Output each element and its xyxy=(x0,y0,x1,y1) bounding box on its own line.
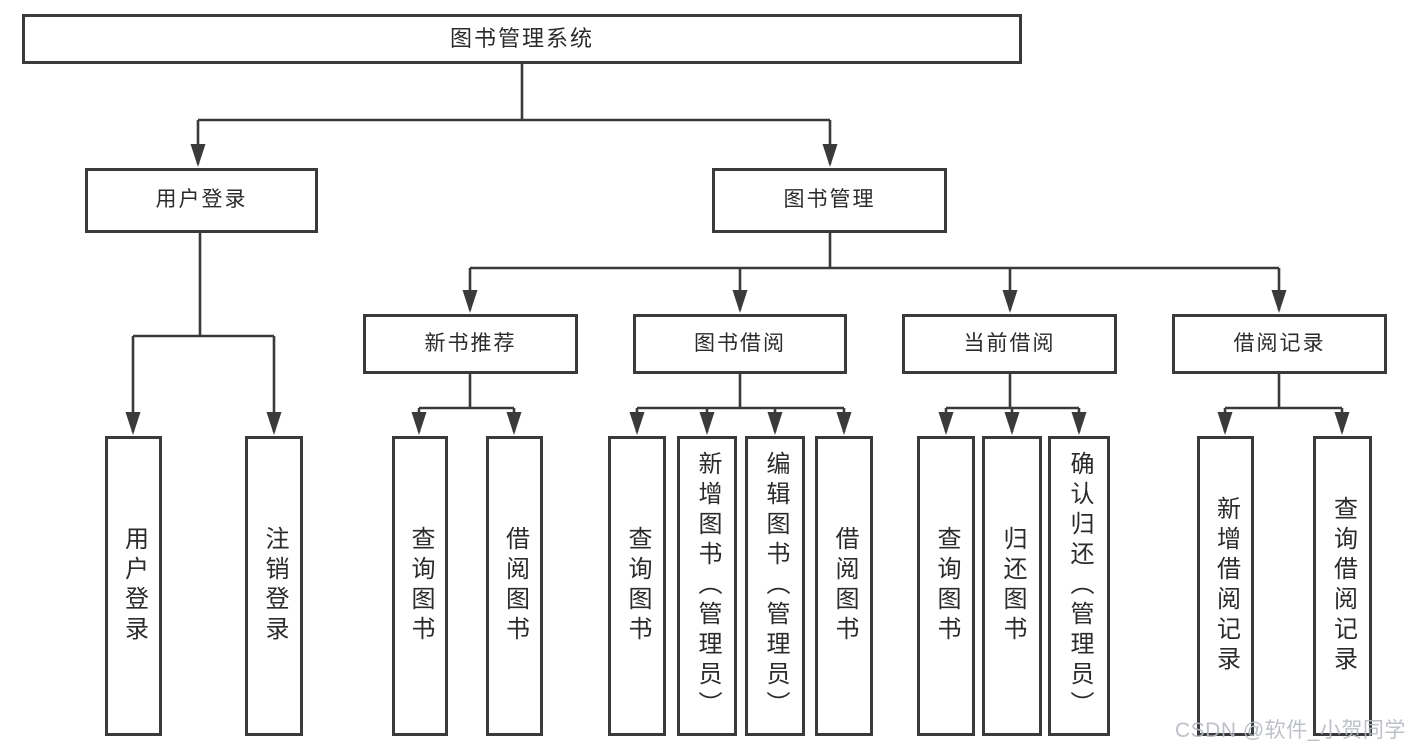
node-user-login: 用户登录 xyxy=(85,168,318,233)
leaf-current-confirm-return-admin: 确认归还（管理员） xyxy=(1048,436,1110,736)
leaf-borrow-borrow-books: 借阅图书 xyxy=(815,436,873,736)
node-book-borrow: 图书借阅 xyxy=(633,314,847,374)
leaf-newrec-query-books: 查询图书 xyxy=(392,436,448,736)
leaf-records-query-record: 查询借阅记录 xyxy=(1313,436,1372,736)
leaf-borrow-query-books: 查询图书 xyxy=(608,436,666,736)
node-book-management: 图书管理 xyxy=(712,168,947,233)
leaf-logout: 注销登录 xyxy=(245,436,303,736)
leaf-borrow-edit-books-admin: 编辑图书（管理员） xyxy=(745,436,805,736)
leaf-records-add-record: 新增借阅记录 xyxy=(1197,436,1254,736)
arrowhead-icons xyxy=(125,144,1350,435)
csdn-watermark: CSDN @软件_小贺同学 xyxy=(1175,719,1405,742)
node-borrow-records: 借阅记录 xyxy=(1172,314,1387,374)
leaf-current-return-books: 归还图书 xyxy=(982,436,1042,736)
node-current-borrow: 当前借阅 xyxy=(902,314,1117,374)
leaf-user-login: 用户登录 xyxy=(105,436,162,736)
leaf-borrow-add-books-admin: 新增图书（管理员） xyxy=(677,436,737,736)
leaf-newrec-borrow-books: 借阅图书 xyxy=(486,436,543,736)
node-library-management-system: 图书管理系统 xyxy=(22,14,1022,64)
node-new-book-recommend: 新书推荐 xyxy=(363,314,578,374)
leaf-current-query-books: 查询图书 xyxy=(917,436,975,736)
